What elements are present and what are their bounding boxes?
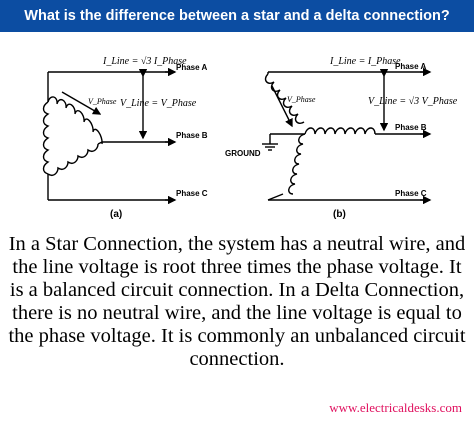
diagram-b — [262, 67, 432, 205]
coil-right-b — [304, 127, 376, 135]
label-phase-a-b: Phase A — [395, 62, 426, 71]
caption-b: (b) — [333, 209, 346, 220]
label-phase-b-a: Phase B — [176, 131, 208, 140]
eq-line-current-a: I_Line = √3 I_Phase — [102, 56, 187, 67]
eq-line-voltage-b: V_Line = √3 V_Phase — [368, 96, 458, 107]
label-ground: GROUND — [225, 149, 261, 158]
coil-lower-b — [288, 133, 306, 195]
page-title: What is the difference between a star an… — [24, 8, 450, 24]
eq-line-voltage-a: V_Line = V_Phase — [120, 98, 197, 109]
coil-upper-b — [264, 73, 305, 124]
connection-diagram: I_Line = √3 I_Phase V_Line = V_Phase V_P… — [0, 34, 474, 224]
coil-left-a — [42, 101, 50, 175]
coil-top-a — [47, 96, 103, 145]
coil-bottom-a — [47, 143, 99, 177]
caption-a: (a) — [110, 209, 122, 220]
label-v-phase-b: V_Phase — [287, 95, 316, 104]
label-phase-b-b: Phase B — [395, 123, 427, 132]
description-text: In a Star Connection, the system has a n… — [8, 233, 466, 370]
label-phase-c-a: Phase C — [176, 189, 208, 198]
diagram-a — [42, 67, 177, 205]
title-banner: What is the difference between a star an… — [0, 0, 474, 32]
eq-line-current-b: I_Line = I_Phase — [329, 56, 401, 67]
website-link[interactable]: www.electricaldesks.com — [329, 400, 462, 415]
label-phase-a-a: Phase A — [176, 63, 207, 72]
label-v-phase-a: V_Phase — [88, 97, 117, 106]
label-phase-c-b: Phase C — [395, 189, 427, 198]
